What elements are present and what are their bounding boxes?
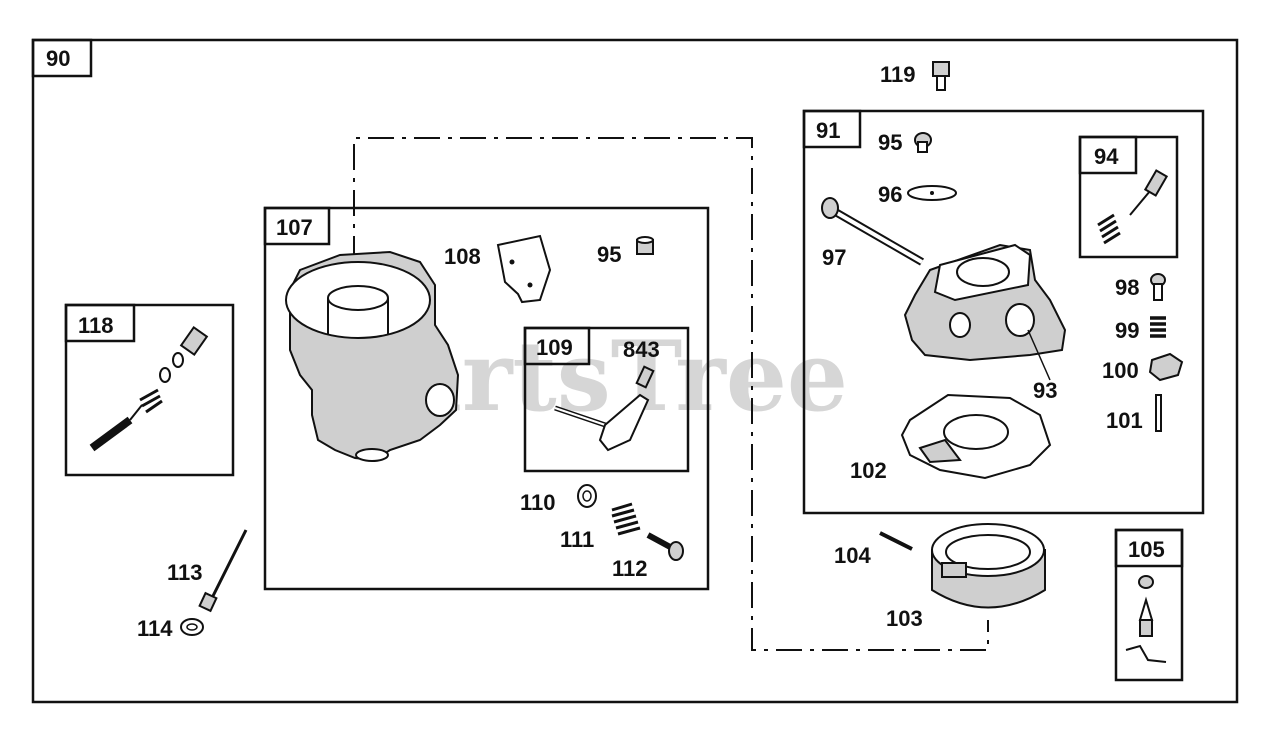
callout-114[interactable]: 114 bbox=[137, 616, 173, 641]
frame-109 bbox=[523, 326, 690, 473]
spring-99-part[interactable] bbox=[1150, 316, 1166, 338]
callout-110[interactable]: 110 bbox=[520, 490, 556, 515]
callout-108[interactable]: 108 bbox=[444, 244, 481, 269]
throttle-shaft-part[interactable] bbox=[554, 365, 655, 452]
callout-113[interactable]: 113 bbox=[167, 560, 203, 585]
callout-103[interactable]: 103 bbox=[886, 606, 923, 631]
box-label-105[interactable]: 105 bbox=[1128, 537, 1165, 562]
callout-101[interactable]: 101 bbox=[1106, 408, 1143, 433]
callout-98[interactable]: 98 bbox=[1115, 275, 1139, 300]
callout-95-b[interactable]: 95 bbox=[597, 242, 621, 267]
cam-100-part[interactable] bbox=[1148, 352, 1184, 382]
frame-107 bbox=[263, 206, 710, 591]
box-label-94[interactable]: 94 bbox=[1094, 144, 1119, 169]
callout-95-a[interactable]: 95 bbox=[878, 130, 902, 155]
callout-96[interactable]: 96 bbox=[878, 182, 902, 207]
throttle-plate-96-part[interactable] bbox=[907, 185, 957, 201]
float-103-part[interactable] bbox=[931, 523, 1046, 609]
upper-body-casting-part[interactable] bbox=[903, 243, 1067, 381]
screw-112-part[interactable] bbox=[646, 532, 684, 561]
idle-mixture-valve-part[interactable] bbox=[89, 326, 209, 452]
throttle-shaft-97-part[interactable] bbox=[821, 197, 925, 266]
callout-111[interactable]: 111 bbox=[560, 527, 594, 552]
callout-100[interactable]: 100 bbox=[1102, 358, 1139, 383]
carburetor-body-part[interactable] bbox=[285, 250, 460, 462]
callout-97[interactable]: 97 bbox=[822, 245, 846, 270]
callout-112[interactable]: 112 bbox=[612, 556, 648, 581]
screw-95-part[interactable] bbox=[636, 236, 654, 255]
callout-102[interactable]: 102 bbox=[850, 458, 887, 483]
main-needle-94-part[interactable] bbox=[1097, 169, 1169, 245]
box-label-90[interactable]: 90 bbox=[46, 46, 70, 71]
screw-95-upper-part[interactable] bbox=[914, 132, 932, 153]
connector-line bbox=[353, 137, 989, 651]
o-ring-114-part[interactable] bbox=[180, 618, 204, 636]
pipe-113-part[interactable] bbox=[198, 529, 248, 613]
gasket-102-part[interactable] bbox=[900, 393, 1052, 480]
spring-111-part[interactable] bbox=[611, 502, 641, 536]
label-box-105 bbox=[1114, 528, 1184, 568]
callout-843[interactable]: 843 bbox=[623, 337, 660, 362]
label-box-107 bbox=[263, 206, 331, 246]
pin-101-part[interactable] bbox=[1155, 394, 1162, 432]
label-box-109 bbox=[523, 326, 591, 366]
callout-104[interactable]: 104 bbox=[834, 543, 871, 568]
frame-90 bbox=[31, 38, 1239, 704]
box-label-91[interactable]: 91 bbox=[816, 118, 840, 143]
pin-104-part[interactable] bbox=[879, 531, 913, 551]
box-label-109[interactable]: 109 bbox=[536, 335, 573, 360]
box-label-107[interactable]: 107 bbox=[276, 215, 313, 240]
inlet-needle-105-part[interactable] bbox=[1125, 575, 1167, 663]
frame-91 bbox=[802, 109, 1205, 515]
gasket-108-part[interactable] bbox=[496, 234, 552, 304]
callout-93[interactable]: 93 bbox=[1033, 378, 1057, 403]
frame-118 bbox=[64, 303, 235, 477]
washer-110-part[interactable] bbox=[577, 484, 597, 508]
label-box-94 bbox=[1078, 135, 1138, 175]
label-box-118 bbox=[64, 303, 136, 343]
callout-99[interactable]: 99 bbox=[1115, 318, 1139, 343]
label-box-91 bbox=[802, 109, 862, 149]
screw-98-part[interactable] bbox=[1150, 273, 1166, 301]
label-box-90 bbox=[31, 38, 93, 78]
box-label-118[interactable]: 118 bbox=[78, 313, 114, 338]
callout-119[interactable]: 119 bbox=[880, 62, 916, 87]
bolt-119-part[interactable] bbox=[932, 61, 950, 91]
